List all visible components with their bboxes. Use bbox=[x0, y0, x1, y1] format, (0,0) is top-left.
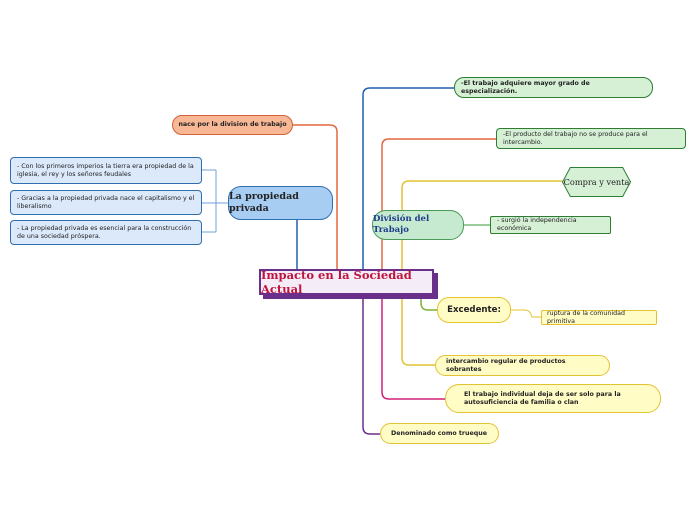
independencia-node[interactable]: - surgió la independencia económica bbox=[490, 216, 611, 234]
trueque-label: Denominado como trueque bbox=[391, 429, 488, 437]
link-intercambio bbox=[401, 295, 435, 366]
nace-division-label: nace por la division de trabajo bbox=[178, 121, 287, 129]
propiedad-note-2[interactable]: - Gracias a la propiedad privada nace el… bbox=[10, 190, 202, 215]
link-trabajo-individual bbox=[381, 295, 445, 400]
compra-venta-label: Compra y venta bbox=[563, 176, 630, 187]
link-excedente bbox=[420, 295, 437, 311]
trabajo-individual-node[interactable]: El trabajo individual deja de ser solo p… bbox=[445, 384, 661, 413]
link-ruptura bbox=[511, 309, 541, 318]
link-nace bbox=[293, 124, 338, 269]
central-topic[interactable]: Impacto en la Sociedad Actual bbox=[259, 267, 434, 296]
propiedad-note-1[interactable]: - Con los primeros imperios la tierra er… bbox=[10, 157, 202, 184]
intercambio-regular-label: intercambio regular de productos sobrant… bbox=[446, 357, 566, 373]
nace-division-node[interactable]: nace por la division de trabajo bbox=[172, 115, 293, 135]
link-especializacion bbox=[362, 87, 454, 269]
ruptura-node[interactable]: ruptura de la comunidad primitiva bbox=[541, 310, 657, 325]
especializacion-node[interactable]: -El trabajo adquiere mayor grado de espe… bbox=[454, 77, 653, 98]
producto-intercambio-node[interactable]: -El producto del trabajo no se produce p… bbox=[496, 128, 686, 149]
especializacion-label: -El trabajo adquiere mayor grado de espe… bbox=[461, 79, 590, 95]
propiedad-note-3[interactable]: - La propiedad privada es esencial para … bbox=[10, 220, 202, 245]
intercambio-regular-node[interactable]: intercambio regular de productos sobrant… bbox=[435, 355, 610, 376]
excedente-label: Excedente: bbox=[447, 304, 501, 315]
compra-venta-outline bbox=[562, 167, 631, 197]
link-trueque bbox=[362, 295, 380, 435]
propiedad-privada-node[interactable]: La propiedad privada bbox=[228, 186, 333, 220]
central-topic-label: Impacto en la Sociedad Actual bbox=[261, 267, 412, 296]
propiedad-note-1-label: - Con los primeros imperios la tierra er… bbox=[17, 162, 194, 178]
excedente-node[interactable]: Excedente: bbox=[437, 297, 511, 323]
independencia-label: - surgió la independencia económica bbox=[497, 217, 577, 232]
propiedad-note-3-label: - La propiedad privada es esencial para … bbox=[17, 224, 192, 240]
producto-intercambio-label: -El producto del trabajo no se produce p… bbox=[503, 130, 648, 146]
division-trabajo-label: División del Trabajo bbox=[373, 214, 430, 235]
propiedad-note-2-label: - Gracias a la propiedad privada nace el… bbox=[17, 194, 195, 210]
division-trabajo-node[interactable]: División del Trabajo bbox=[372, 210, 464, 240]
link-producto bbox=[381, 138, 496, 269]
trabajo-individual-label: El trabajo individual deja de ser solo p… bbox=[464, 390, 621, 406]
propiedad-privada-label: La propiedad privada bbox=[229, 191, 299, 214]
ruptura-label: ruptura de la comunidad primitiva bbox=[547, 309, 626, 325]
trueque-node[interactable]: Denominado como trueque bbox=[380, 423, 499, 444]
link-propiedad-notes bbox=[202, 169, 228, 233]
link-division-trunk bbox=[401, 180, 562, 269]
